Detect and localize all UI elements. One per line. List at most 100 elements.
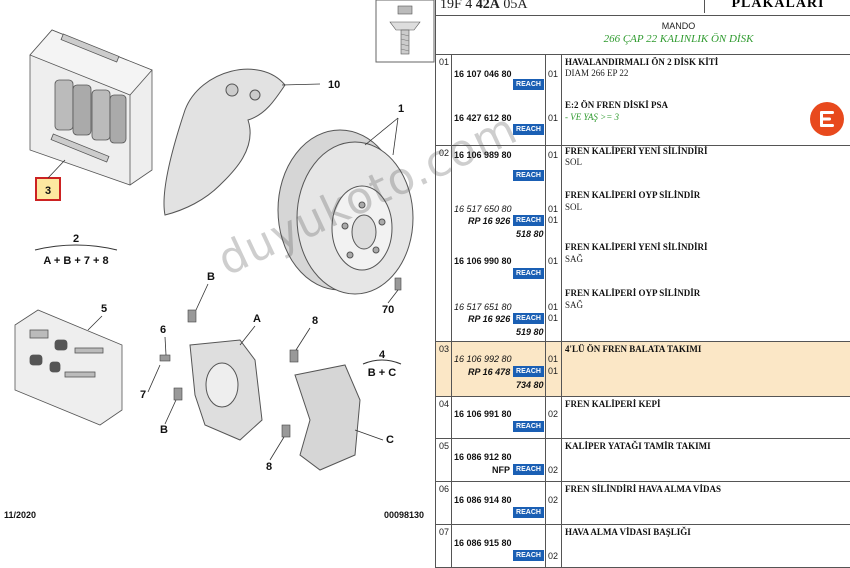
col-pn-divider [452, 482, 546, 524]
caliper-bracket [294, 364, 361, 471]
screw-thumbnail [375, 0, 435, 63]
part-number: 16 517 651 80 [454, 302, 512, 312]
col-q-divider [546, 342, 562, 396]
col-ref-divider [436, 525, 452, 567]
part-description: 4'LÜ ÖN FREN BALATA TAKIMI [565, 344, 702, 354]
quantity: 01 [548, 354, 559, 364]
part-description: FREN KALİPERİ OYP SİLİNDİR [565, 288, 701, 298]
callout-10: 10 [328, 79, 340, 91]
brake-disc [277, 129, 414, 295]
reach-badge: REACH [513, 170, 544, 181]
ref-number: 05 [439, 441, 450, 451]
part-subdescription: SOL [565, 202, 583, 212]
part-number: 16 086 914 80 [454, 495, 512, 505]
col-pn-divider [452, 146, 546, 341]
quantity: 01 [548, 256, 559, 266]
quantity: 02 [548, 409, 559, 419]
callout-C: C [386, 434, 394, 446]
col-ref-divider [436, 55, 452, 145]
ref-number: 01 [439, 57, 450, 67]
table-title: PLAKALARI [704, 0, 850, 13]
part-description: HAVA ALMA VİDASI BAŞLIĞI [565, 527, 691, 537]
part-subdescription: SOL [565, 157, 583, 167]
replacement-part-number: RP 16 478 [468, 367, 511, 377]
part-number: 16 106 990 80 [454, 256, 512, 266]
reach-badge: REACH [513, 268, 544, 279]
replacement-part-suffix: 518 80 [516, 229, 544, 239]
ref-number: 06 [439, 484, 450, 494]
quantity-replacement: 01 [548, 215, 559, 225]
col-q-divider [546, 397, 562, 438]
parts-list: 19F 4 42A 05A PLAKALARI MANDO 266 ÇAP 22… [435, 0, 850, 568]
col-ref-divider [436, 397, 452, 438]
col-ref-divider [436, 482, 452, 524]
brand-label: MANDO [661, 21, 696, 31]
callout-8-top: 8 [312, 315, 318, 327]
part-condition: - VE YAŞ >= 3 [565, 112, 620, 122]
quantity: 01 [548, 113, 559, 123]
reach-badge: REACH [513, 464, 544, 475]
caliper-guide-kit [14, 309, 123, 426]
callout-7: 7 [140, 389, 146, 401]
quantity: 02 [548, 465, 559, 475]
col-pn-divider [452, 439, 546, 481]
part-subdescription: SAĞ [565, 254, 584, 264]
fasteners [159, 277, 402, 438]
formula-2: A + B + 7 + 8 [43, 255, 108, 267]
table-header: 19F 4 42A 05A PLAKALARI [436, 0, 850, 16]
callout-3: 3 [45, 185, 51, 197]
diagram-date: 11/2020 [4, 510, 36, 520]
nfp-label: NFP [492, 465, 510, 475]
reach-badge: REACH [513, 215, 544, 226]
part-description: FREN KALİPERİ KEPİ [565, 399, 661, 409]
part-number: 16 106 989 80 [454, 150, 512, 160]
ref-number: 04 [439, 399, 450, 409]
col-ref-divider [436, 342, 452, 396]
table-subheader: MANDO 266 ÇAP 22 KALINLIK ÖN DİSK [436, 16, 850, 55]
col-q-divider [546, 525, 562, 567]
callout-B-top: B [207, 271, 215, 283]
reach-badge: REACH [513, 366, 544, 377]
brand-logo-icon [810, 102, 844, 136]
part-number: 16 086 915 80 [454, 538, 512, 548]
ref-number: 02 [439, 148, 450, 158]
callout-70: 70 [382, 304, 394, 316]
callout-2: 2 [73, 233, 79, 245]
col-pn-divider [452, 55, 546, 145]
col-q-divider [546, 482, 562, 524]
replacement-part-suffix: 519 80 [516, 327, 544, 337]
callout-1: 1 [398, 103, 404, 115]
part-number: 16 106 992 80 [454, 354, 512, 364]
quantity-replacement: 01 [548, 313, 559, 323]
part-number: 16 517 650 80 [454, 204, 512, 214]
ref-number: 03 [439, 344, 450, 354]
model-code: 19F 4 42A 05A [440, 0, 528, 12]
callout-5: 5 [101, 303, 107, 315]
disc-spec: 266 ÇAP 22 KALINLIK ÖN DİSK [603, 33, 754, 45]
quantity: 01 [548, 204, 559, 214]
brake-pad-set [29, 29, 153, 186]
exploded-diagram: 3 10 1 2 A + B + 7 + 8 5 [4, 0, 435, 520]
reach-badge: REACH [513, 550, 544, 561]
quantity-replacement: 01 [548, 366, 559, 376]
quantity: 02 [548, 551, 559, 561]
part-description: FREN SİLİNDİRİ HAVA ALMA VİDAS [565, 484, 722, 494]
brake-caliper [189, 339, 263, 441]
brake-assembly-drawing: 3 10 1 2 A + B + 7 + 8 5 [4, 0, 435, 520]
callout-A: A [253, 313, 261, 325]
part-number: 16 086 912 80 [454, 452, 512, 462]
part-description: FREN KALİPERİ YENİ SİLİNDİRİ [565, 146, 708, 156]
col-pn-divider [452, 342, 546, 396]
col-ref-divider [436, 146, 452, 341]
replacement-part-number: RP 16 926 [468, 216, 511, 226]
quantity: 02 [548, 495, 559, 505]
callout-B-bottom: B [160, 424, 168, 436]
ref-number: 07 [439, 527, 450, 537]
col-q-divider [546, 439, 562, 481]
